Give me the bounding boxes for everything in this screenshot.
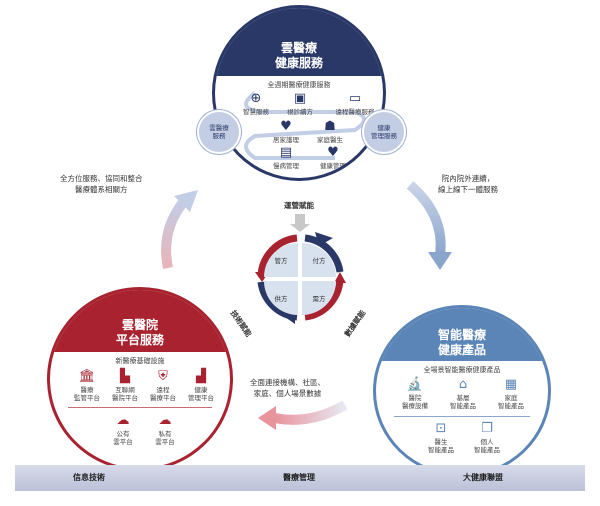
product-item: ❐個人智能產品 [464,421,510,455]
quadrant-payer: 付方 [302,243,336,277]
cloud-hospital-platform-header: 雲醫院 平台服務 [50,290,230,352]
service-item: ♥健康管理 [310,145,356,171]
side-text-left: 全方位服務、協同和整合醫療體系相關方 [60,174,143,194]
subtitle: 全週期醫療健康服務 [267,81,331,89]
care-hands-icon: ♥ [280,119,292,134]
prescription-icon: ▣ [293,91,307,106]
divider [394,416,530,417]
cloud-icon: ☁ [116,413,130,428]
medical-cross-icon: ⊕ [250,91,262,106]
shield-cross-icon: ⛨ [158,369,168,384]
title-line: 健康服務 [274,56,323,70]
divider [68,407,212,408]
title-line: 平台服務 [115,333,164,347]
product-item: ▦家庭智能產品 [488,377,534,411]
ring-arrowhead [334,272,346,283]
ring-arc-red-top-left [257,234,298,276]
platform-item: ⛨遠程醫療平台 [140,369,186,403]
bar-label-it: 信息技術 [73,473,105,482]
arrow-right-down [406,181,446,256]
enable-arrow-top [290,214,310,232]
side-text-right: 院內院外連續，線上線下一體服務 [438,174,498,194]
operation-enablement-label: 運營賦能 [284,201,314,210]
title-line: 雲醫療 [280,41,317,55]
side-text-bottom: 全面連接機構、社區、家庭、個人場景數據 [250,378,325,398]
microscope-icon: 🔬 [406,377,424,392]
product-item: ⊡醫生智能產品 [418,421,464,455]
monitor-icon: ▭ [348,91,362,106]
arrow-bottom-left [274,400,348,425]
cloud-hospital-platform-circle: 雲醫院 平台服務 新醫療基礎設施 🏛醫療監管平台 ▙互聯網醫院平台 ⛨遠程醫療平… [47,287,233,471]
arrow-left-up [161,196,189,270]
clipboard-icon: ▤ [279,145,293,160]
lock-cloud-icon: ☁ [158,413,172,428]
ring-arrowhead [315,232,333,246]
subtitle: 新醫療基礎設施 [115,357,165,365]
arrowhead-left [174,190,198,212]
bar-label-medical-management: 醫療管理 [283,473,315,482]
center-ring [255,214,346,324]
platform-item: ▟健康管理平台 [178,369,224,403]
service-item: ☗家庭醫生 [307,119,353,145]
medkit-icon: ⊡ [435,421,447,436]
cloud-health-service-circle: 雲醫療 健康服務 全週期醫療健康服務 ⊕智慧服務 ▣視診續方 ▭遠程醫療服務 ♥… [212,5,386,181]
platform-item: ▙互聯網醫院平台 [102,369,148,403]
service-item: ♥居家護理 [263,119,309,145]
platform-item: ☁私有雲平台 [142,413,188,447]
heart-icon: ♥ [327,145,339,160]
service-item: ⊕智慧服務 [233,91,279,117]
title-line: 健康產品 [437,343,486,357]
cloud-medical-service-badge: 雲醫療服務 [197,110,241,154]
arrowhead-right [428,252,452,270]
platform-item: ☁公有雲平台 [100,413,146,447]
service-item: ▤慢病管理 [263,145,309,171]
device-icon: ▦ [504,377,518,392]
smart-health-products-header: 智能醫療 健康產品 [376,308,548,361]
windows-icon: ❐ [481,421,493,436]
product-item: 🔬醫院醫療設備 [392,377,438,411]
cloud-health-service-header: 雲醫療 健康服務 [215,8,383,76]
title-line: 雲醫院 [121,318,158,332]
subtitle: 全場景智能醫療健康產品 [423,366,501,374]
product-item: ⌂基層智能產品 [440,377,486,411]
doctor-icon: ☗ [324,119,336,134]
service-item: ▭遠程醫療服務 [327,91,383,117]
health-management-badge: 健康管理服務 [362,110,406,154]
bank-icon: 🏛 [78,369,96,384]
title-line: 智能醫療 [437,328,486,342]
building-icon: ▙ [120,369,130,384]
platform-item: 🏛醫療監管平台 [64,369,110,403]
bar-chart-icon: ▟ [196,369,206,384]
bottom-bar: 信息技術 醫療管理 大健康聯盟 [15,465,585,491]
arrowhead-bottom [258,406,276,430]
house-icon: ⌂ [458,377,468,392]
service-item: ▣視診續方 [277,91,323,117]
quadrant-demand: 需方 [302,281,336,315]
bar-label-health-alliance: 大健康聯盟 [463,473,503,482]
ring-arc-navy-top-right [304,234,344,273]
smart-health-products-circle: 智能醫療 健康產品 全場景智能醫療健康產品 🔬醫院醫療設備 ⌂基層智能產品 ▦家… [373,305,551,477]
ring-arc-red-bottom-right [304,279,344,321]
